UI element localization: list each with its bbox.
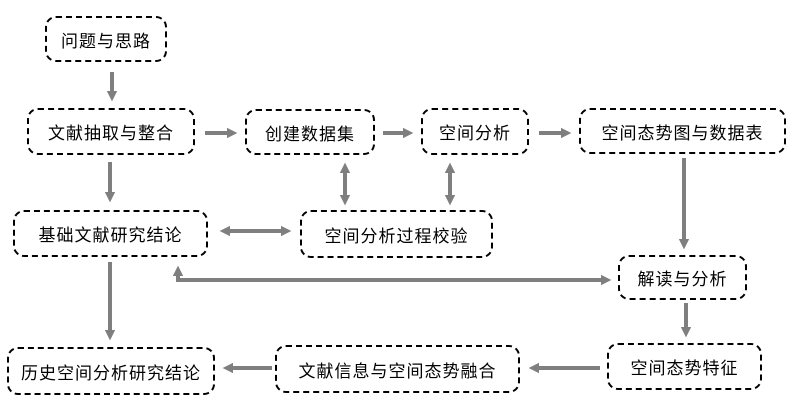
flow-node-situation-feature-label: 空间态势特征 <box>630 359 739 378</box>
flow-node-map-table: 空间态势图与数据表 <box>579 108 786 154</box>
flow-node-dataset: 创建数据集 <box>245 109 375 155</box>
flow-node-extract: 文献抽取与整合 <box>27 108 195 155</box>
flow-node-fusion-label: 文献信息与空间态势融合 <box>298 361 497 381</box>
flow-node-basic-conclusion-label: 基础文献研究结论 <box>38 226 183 245</box>
flow-node-process-verify: 空间分析过程校验 <box>300 210 493 258</box>
flow-node-map-table-label: 空间态势图与数据表 <box>601 123 764 143</box>
flow-node-problem: 问题与思路 <box>45 16 167 62</box>
flow-node-basic-conclusion: 基础文献研究结论 <box>13 210 208 257</box>
flow-node-extract-label: 文献抽取与整合 <box>48 124 174 143</box>
flow-node-process-verify-label: 空间分析过程校验 <box>324 226 469 246</box>
flow-node-history-conclusion: 历史空间分析研究结论 <box>7 347 215 395</box>
flow-node-spatial-analysis: 空间分析 <box>421 108 529 155</box>
flow-node-history-conclusion-label: 历史空间分析研究结论 <box>21 363 201 383</box>
flow-node-fusion: 文献信息与空间态势融合 <box>275 345 520 393</box>
flow-node-spatial-analysis-label: 空间分析 <box>439 124 511 143</box>
flow-node-dataset-label: 创建数据集 <box>265 124 355 144</box>
arrow-basic-conclusion-interpret-bidirectional <box>172 265 612 286</box>
flow-node-problem-label: 问题与思路 <box>61 31 151 51</box>
flow-node-interpret-label: 解读与分析 <box>637 270 728 289</box>
flow-node-interpret: 解读与分析 <box>618 255 747 300</box>
flow-node-situation-feature: 空间态势特征 <box>607 343 762 390</box>
